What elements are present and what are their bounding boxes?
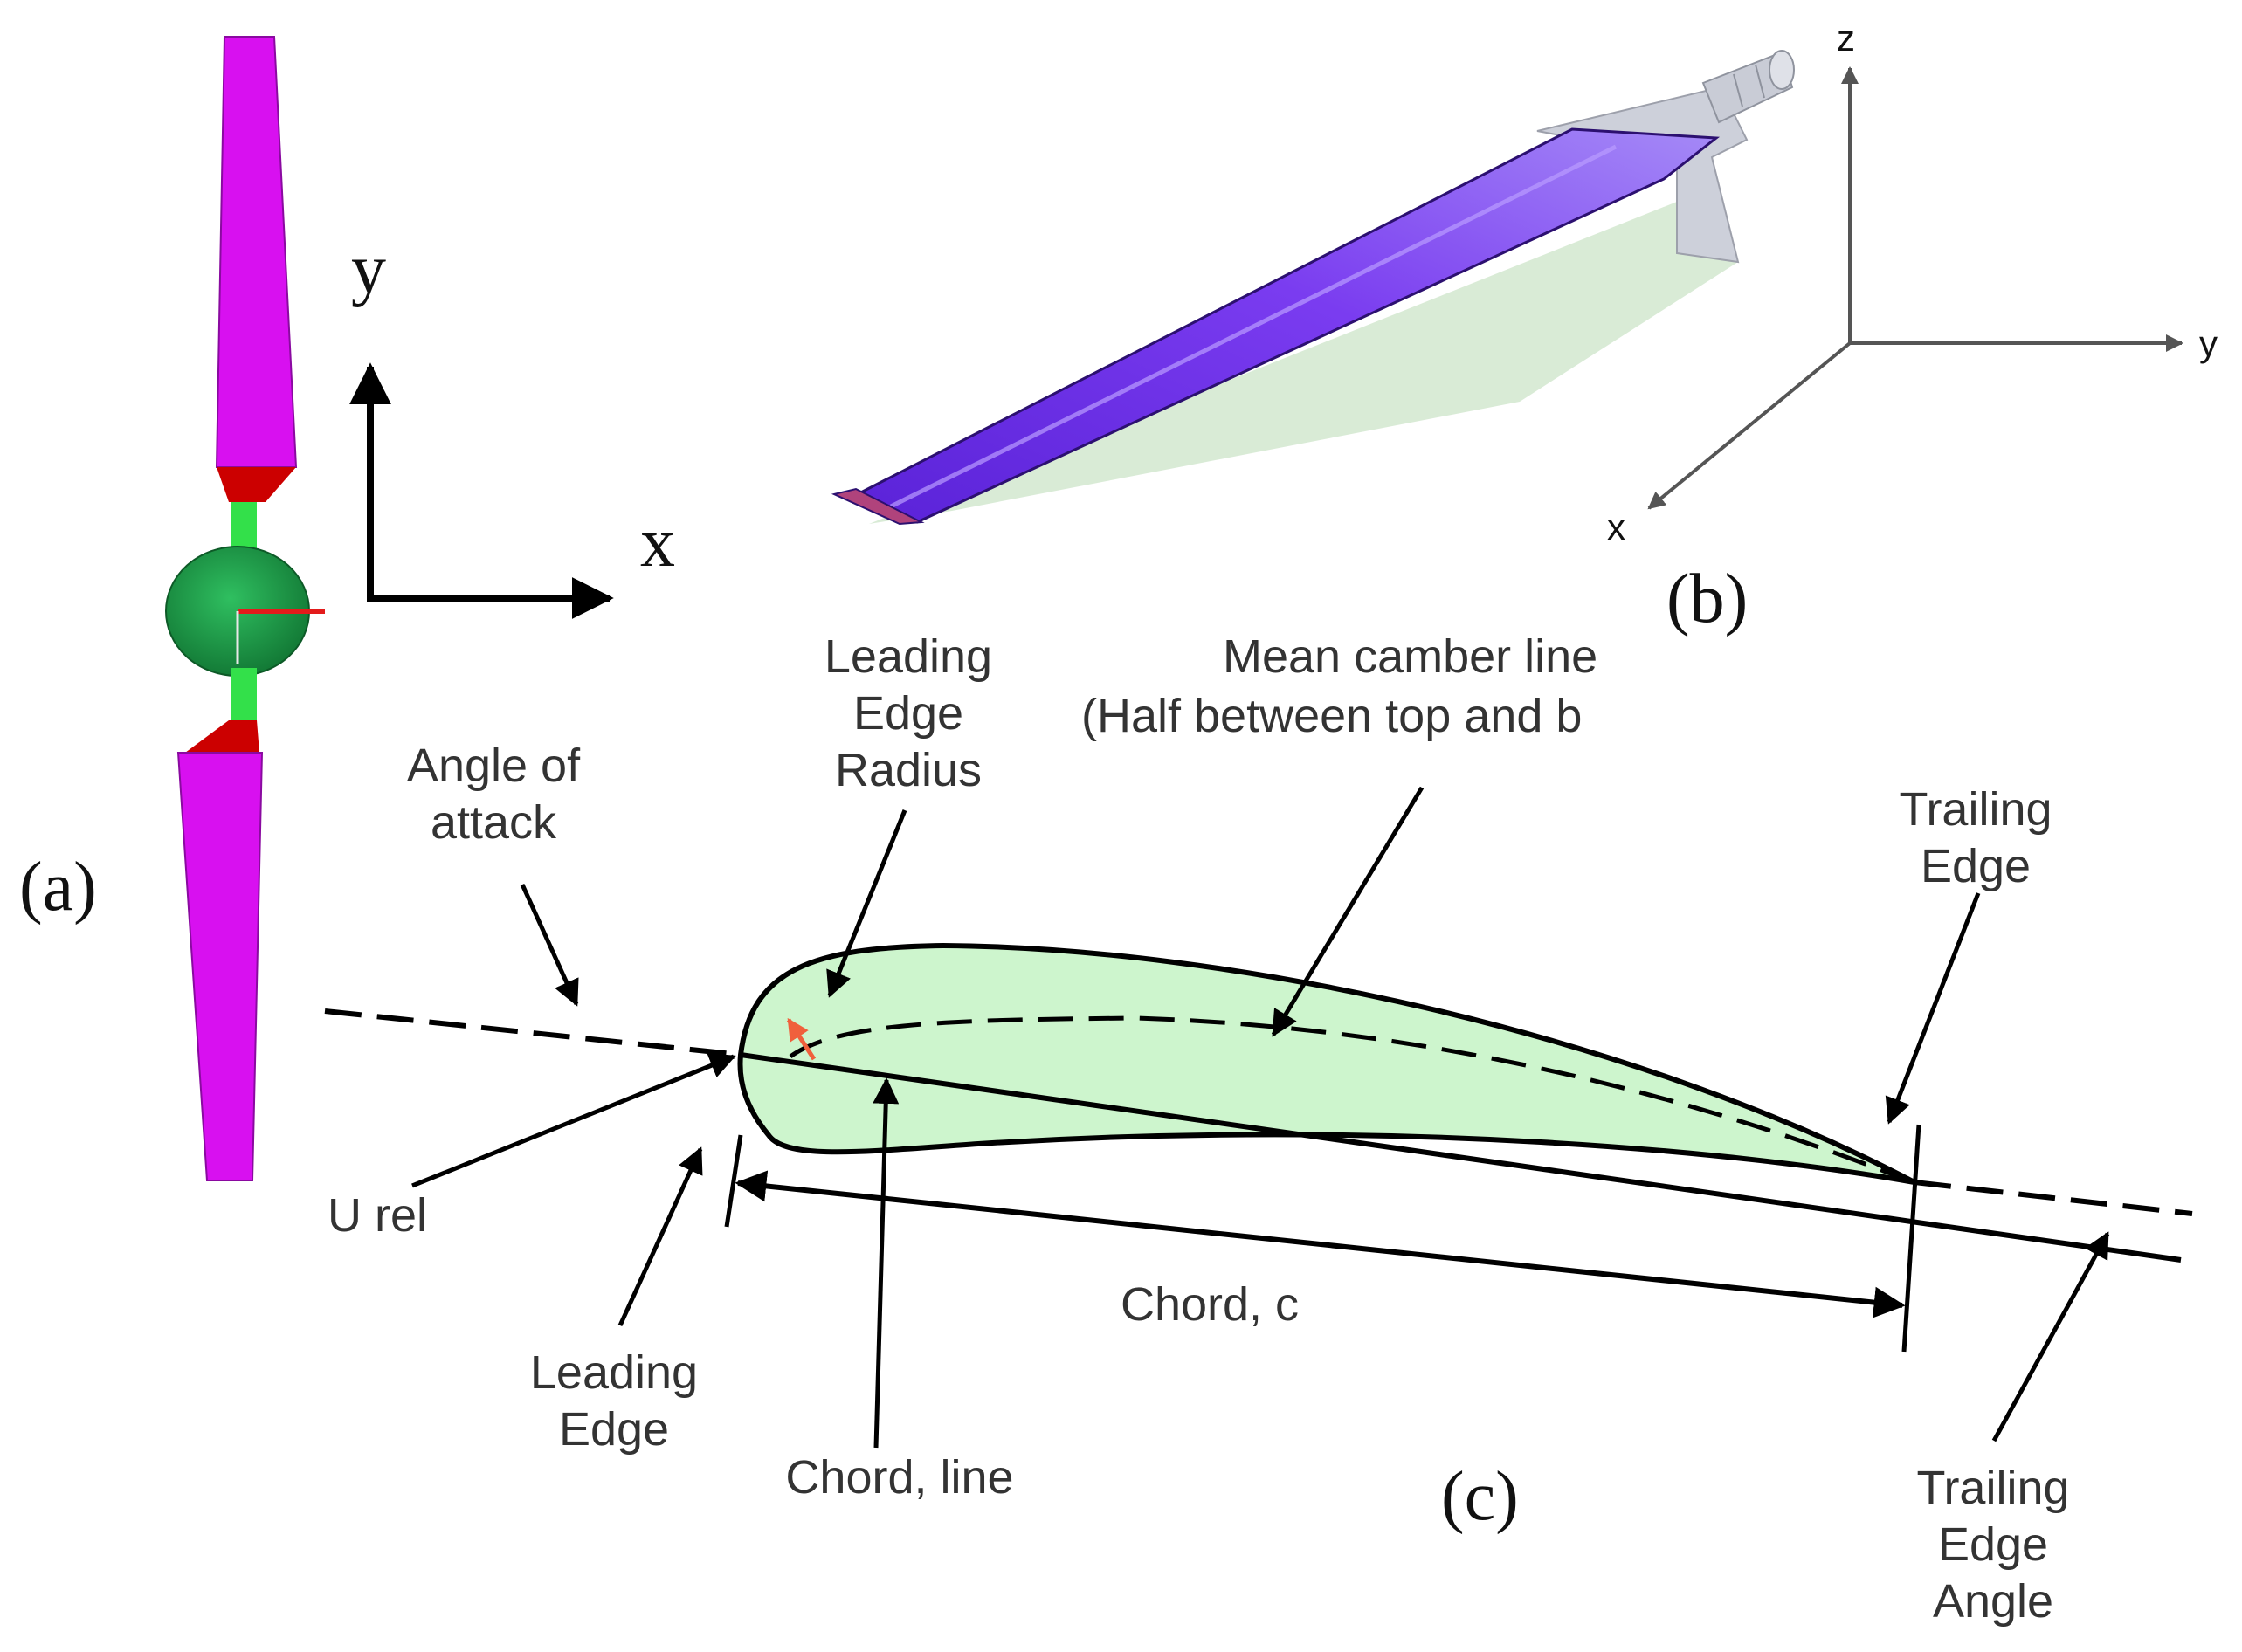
svg-text:(Half between top and b: (Half between top and b — [1081, 690, 1582, 742]
angle-of-attack-label: Angle of attack — [407, 740, 581, 849]
svg-text:Trailing: Trailing — [1899, 783, 2052, 836]
panel-c-label: (c) — [1441, 1458, 1519, 1535]
lower-blade — [176, 752, 264, 1181]
chord-dimension-arrow — [735, 1170, 1906, 1318]
panel-b-x-label: x — [1607, 506, 1625, 547]
panel-b-blade-3d: z y x (b) — [831, 17, 2218, 637]
svg-text:Trailing: Trailing — [1916, 1462, 2069, 1514]
upper-shaft — [231, 502, 257, 554]
blade-highlight — [889, 144, 1618, 509]
lower-shaft — [231, 668, 257, 720]
trailing-edge-angle-pointer — [1991, 1231, 2110, 1442]
chord-line-label: Chord, line — [785, 1451, 1013, 1504]
svg-text:Leading: Leading — [530, 1346, 698, 1399]
panel-c-airfoil: Leading Edge Radius Mean camber line (Ha… — [324, 630, 2193, 1628]
svg-text:Angle: Angle — [1933, 1575, 2053, 1628]
relative-wind-line — [324, 1008, 742, 1057]
svg-text:Edge: Edge — [1938, 1518, 2048, 1571]
leading-edge-radius-arrow — [786, 1017, 817, 1061]
panel-a-label: (a) — [19, 849, 97, 926]
svg-text:Leading: Leading — [824, 630, 992, 683]
panel-a-x-label: x — [640, 505, 675, 582]
mean-camber-pointer — [1271, 786, 1425, 1037]
upper-blade — [215, 36, 298, 468]
chord-line-pointer — [873, 1077, 900, 1449]
blade-tip — [831, 487, 925, 526]
leading-edge-radius-pointer — [826, 809, 907, 998]
panel-b-x-axis — [1647, 341, 1852, 510]
leading-edge-pointer — [617, 1146, 703, 1327]
trailing-edge-label: Trailing Edge — [1899, 783, 2052, 892]
svg-text:Edge: Edge — [1921, 840, 2031, 892]
svg-text:Radius: Radius — [835, 744, 982, 796]
panel-a-rotor: y x (a) — [19, 36, 675, 1181]
svg-text:Edge: Edge — [853, 687, 963, 740]
chord-tick-right — [1901, 1124, 1921, 1353]
leading-edge-label: Leading Edge — [530, 1346, 698, 1456]
upper-blade-root — [217, 467, 296, 502]
chord-c-label: Chord, c — [1121, 1278, 1299, 1331]
airfoil-shape — [737, 943, 1917, 1185]
u-rel-pointer — [411, 1053, 736, 1188]
mean-camber-line — [789, 1015, 1905, 1181]
panel-b-y-label: y — [2199, 323, 2218, 364]
u-rel-label: U rel — [328, 1189, 427, 1242]
trailing-edge-angle-label: Trailing Edge Angle — [1916, 1462, 2069, 1628]
mean-camber-line-label: Mean camber line (Half between top and b — [1081, 630, 1597, 742]
wake-dashed-line — [1914, 1180, 2193, 1216]
svg-text:Edge: Edge — [559, 1403, 669, 1456]
svg-text:Mean camber line: Mean camber line — [1223, 630, 1597, 683]
leading-edge-radius-label: Leading Edge Radius — [824, 630, 992, 796]
trailing-edge-pointer — [1885, 892, 1981, 1125]
angle-of-attack-pointer — [520, 883, 579, 1007]
chord-line — [740, 1052, 2182, 1263]
panel-a-y-label: y — [351, 231, 386, 308]
panel-b-z-label: z — [1837, 17, 1855, 59]
chord-tick-left — [724, 1134, 743, 1228]
svg-text:attack: attack — [431, 796, 557, 849]
svg-text:Angle of: Angle of — [407, 740, 581, 792]
hub-cylinder — [1701, 50, 1795, 124]
panel-b-label: (b) — [1666, 561, 1748, 637]
lower-blade-root — [185, 720, 259, 753]
